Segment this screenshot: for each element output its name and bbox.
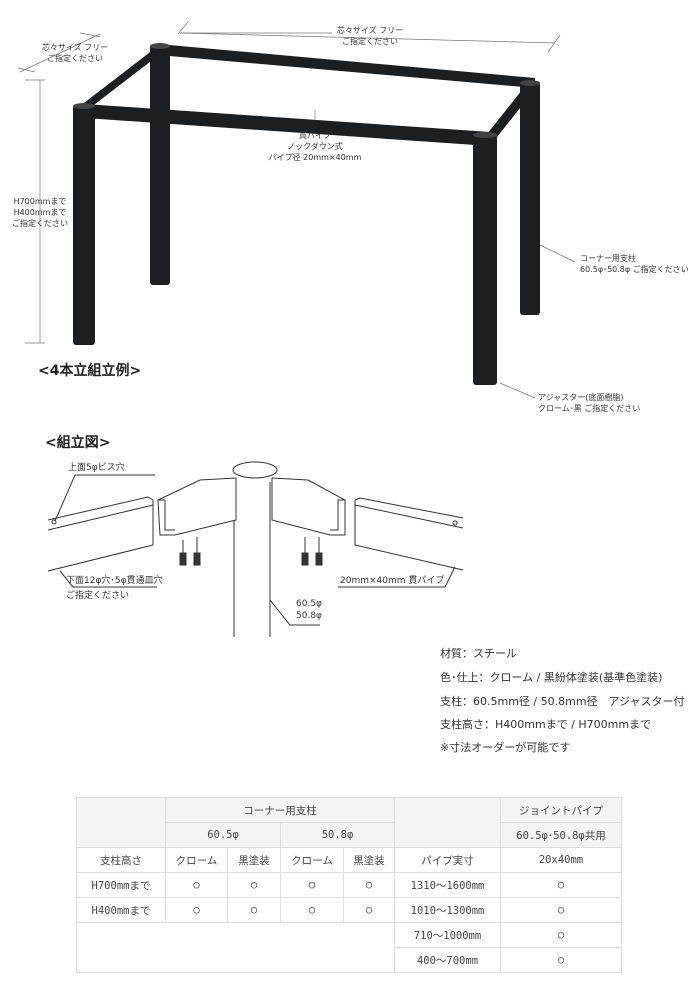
mark-cell: ○ [280,872,344,898]
top-screw-hole-label: 上面5φビス穴 [68,463,125,473]
diameter-50-header: 50.8φ [280,822,395,848]
table-row: 710〜1000mm○ [76,922,622,973]
adjuster-label: アジャスター(底面樹脂)クローム･黒 ご指定ください [538,393,641,413]
height-cell: H700mmまで [76,872,166,898]
joint-pipe-header: ジョイントパイプ [500,797,622,823]
joint-cell: ○ [500,872,622,898]
pipe-cell: 1310〜1600mm [394,872,501,898]
empty-header [76,797,166,848]
diameter-60-header: 60.5φ [165,822,281,848]
width-dimension-label: 芯々サイズ フリーご指定ください [336,26,404,46]
assembly-diagram [47,461,464,637]
pipe-cell: 400〜700mm [394,947,501,973]
mark-cell: ○ [165,897,228,923]
bottom-hole-label: 下面12φ穴･5φ貫通皿穴ご指定ください [66,576,163,601]
pipe-size-header: パイプ実寸 [394,847,501,873]
spec-finish: 色･仕上：クローム / 黒紛体塗装(基準色塗装) [440,671,663,684]
table-row: H400mmまで○○○○1010〜1300mm○ [76,897,622,923]
finish-header: 黒塗装 [227,847,281,873]
assembly-example-caption: <4本立組立例> [38,363,142,379]
table-frame-illustration [17,21,576,399]
pipe-cell: 1010〜1300mm [394,897,501,923]
mark-cell: ○ [227,897,281,923]
joint-cell: ○ [500,947,622,973]
height-cell: H400mmまで [76,897,166,923]
finish-header: クローム [280,847,344,873]
table-row: 400〜700mm○ [77,947,622,973]
table-row: H700mmまで○○○○1310〜1600mm○ [76,872,622,898]
post-height-header: 支柱高さ [76,847,166,873]
mark-cell: ○ [343,897,395,923]
mark-cell: ○ [280,897,344,923]
finish-header: クローム [165,847,228,873]
joint-cell: ○ [500,897,622,923]
spec-post-height: 支柱高さ：H400mmまで / H700mmまで [440,718,652,731]
spec-custom-order-note: ※寸法オーダーが可能です [440,741,571,754]
empty-cell [76,922,395,973]
mark-cell: ○ [227,872,281,898]
depth-dimension-label: 芯々サイズ フリーご指定ください [41,43,109,63]
corner-post-header: コーナー用支柱 [165,797,395,823]
rail-pipe-size-label: 20mm×40mm 貫パイプ [340,576,445,586]
pipe-cell: 710〜1000mm [394,922,501,948]
shared-header: 60.5φ･50.8φ共用 [500,822,622,848]
assembly-diagram-title: <組立図> [45,435,111,451]
rail-pipe-label: 貫パイプノックダウン式パイプ径 20mm×40mm [268,131,362,162]
pipe-spec: 20x40mm [500,847,622,873]
spec-material: 材質：スチール [440,647,517,660]
mark-cell: ○ [343,872,395,898]
joint-cell: ○ [500,922,622,948]
finish-header: 黒塗装 [343,847,395,873]
mark-cell: ○ [165,872,228,898]
spec-post: 支柱：60.5mm径 / 50.8mm径 アジャスター付 [440,695,685,708]
empty-header [394,797,501,848]
